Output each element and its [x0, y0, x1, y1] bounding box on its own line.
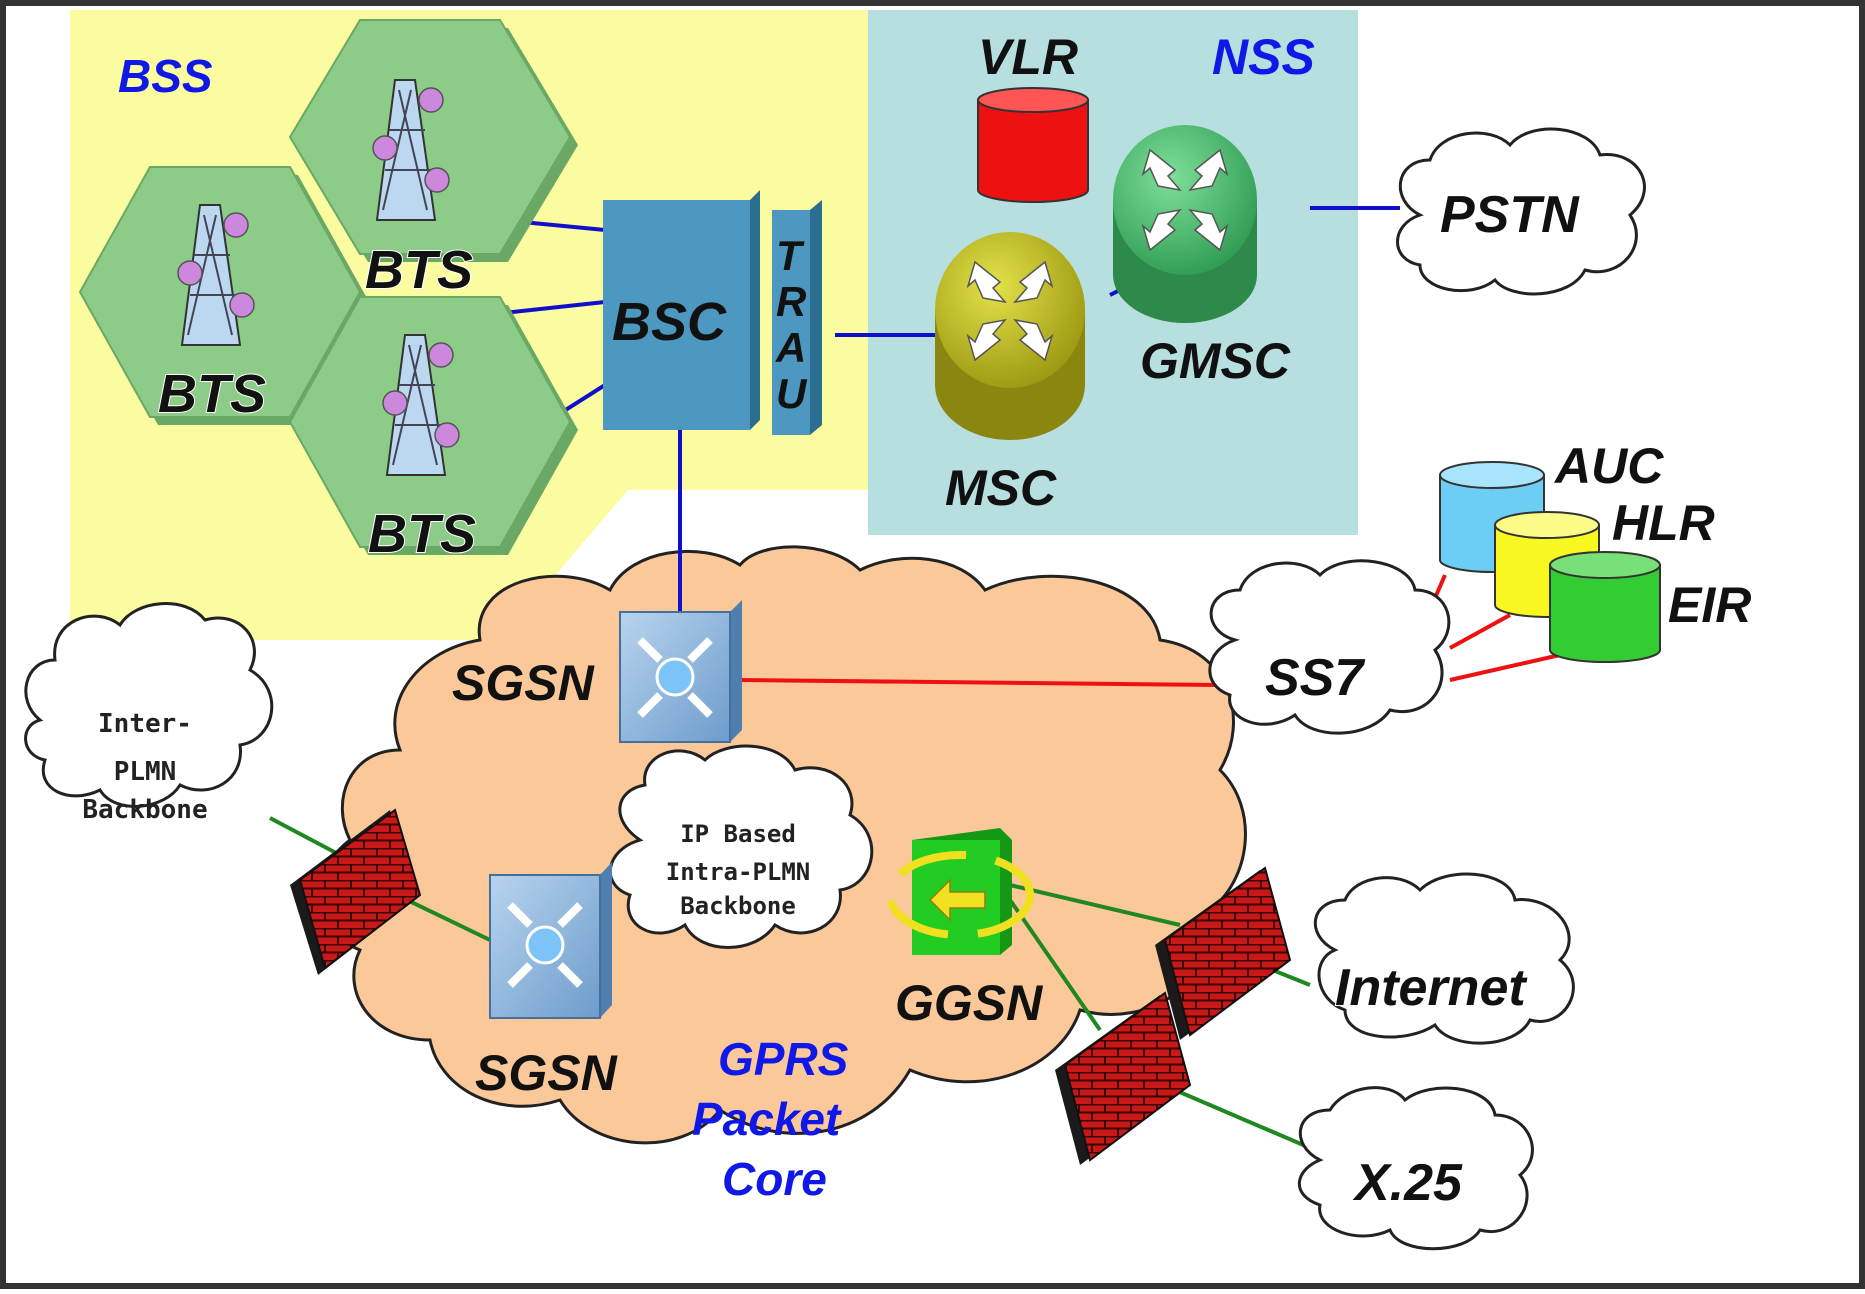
- bsc-node: [603, 190, 760, 430]
- internet-label: Internet: [1335, 959, 1528, 1017]
- msc-router-icon: [935, 232, 1085, 440]
- nss-region-label: NSS: [1212, 29, 1315, 85]
- sgsn-bottom-label: SGSN: [475, 1045, 618, 1101]
- hex-cell-top: [288, 19, 578, 262]
- intra-plmn-line2: Intra-PLMN: [666, 858, 811, 886]
- intra-plmn-line3: Backbone: [680, 892, 796, 920]
- ggsn-label: GGSN: [895, 975, 1043, 1031]
- inter-plmn-cloud-icon: [24, 602, 274, 808]
- firewall-internet-icon: [1155, 866, 1292, 1040]
- x25-cloud-icon: [1297, 1086, 1534, 1251]
- hlr-label: HLR: [1612, 495, 1715, 551]
- intra-plmn-line1: IP Based: [680, 820, 796, 848]
- msc-label: MSC: [945, 460, 1057, 516]
- eir-database-icon: [1549, 551, 1661, 663]
- bts-bottom-label: BTS: [368, 504, 476, 564]
- bts-top-label: BTS: [365, 240, 473, 300]
- bss-region-label: BSS: [118, 50, 213, 102]
- sgsn-bottom-switch-icon: [489, 862, 612, 1019]
- sgsn-top-switch-icon: [619, 600, 742, 743]
- pstn-label: PSTN: [1440, 186, 1580, 244]
- intra-plmn-cloud-icon: [608, 744, 874, 949]
- bts-tower-icon: [177, 204, 255, 346]
- trau-letter-u: U: [776, 370, 808, 417]
- trau-letter-r: R: [776, 278, 807, 325]
- trau-node: [772, 200, 822, 435]
- trau-letter-a: A: [775, 324, 806, 371]
- auc-label: AUC: [1553, 438, 1664, 494]
- inter-plmn-line2: PLMN: [114, 757, 177, 787]
- ggsn-gateway-icon: [886, 828, 1034, 955]
- bsc-label: BSC: [612, 292, 727, 352]
- gprs-label-line2: Packet: [692, 1093, 842, 1145]
- sgsn-top-label: SGSN: [452, 655, 595, 711]
- green-links: [269, 816, 1316, 1152]
- bts-tower-icon: [382, 334, 460, 476]
- inter-plmn-line1: Inter-: [98, 709, 192, 739]
- gprs-label-line1: GPRS: [718, 1033, 849, 1085]
- firewall-left-icon: [290, 808, 422, 975]
- bts-left-label: BTS: [158, 364, 266, 424]
- pstn-cloud-icon: [1396, 127, 1646, 296]
- vlr-label: VLR: [978, 29, 1078, 85]
- ss7-label: SS7: [1265, 649, 1365, 707]
- trau-letter-t: T: [776, 232, 805, 279]
- gprs-label-line3: Core: [722, 1153, 827, 1205]
- vlr-database-icon: [977, 87, 1089, 203]
- bts-tower-icon: [372, 79, 450, 221]
- eir-label: EIR: [1668, 577, 1751, 633]
- x25-label: X.25: [1352, 1154, 1463, 1212]
- firewall-x25-icon: [1055, 991, 1192, 1165]
- gmsc-label: GMSC: [1140, 333, 1291, 389]
- ss7-cloud-icon: [1208, 559, 1451, 735]
- inter-plmn-line3: Backbone: [82, 795, 207, 825]
- gmsc-router-icon: [1113, 125, 1257, 323]
- internet-cloud-icon: [1313, 872, 1575, 1045]
